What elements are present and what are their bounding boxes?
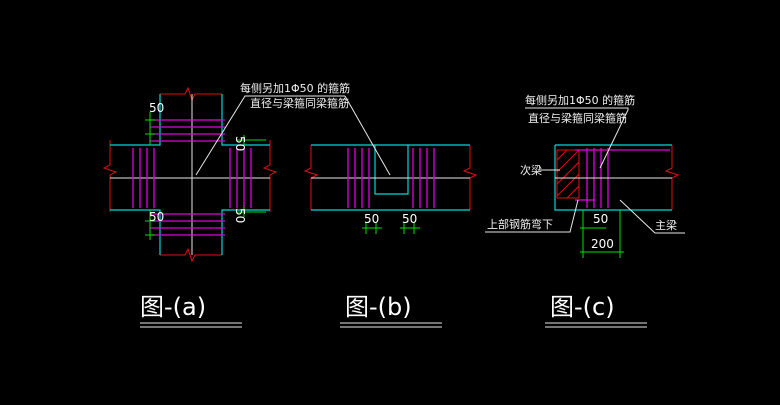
note-a-line1: 每侧另加1Φ50 的箍筋 <box>240 81 350 95</box>
stirrups-b-left <box>347 148 370 208</box>
leader-line-c-main <box>619 199 685 234</box>
note-c-line2: 直径与梁箍同梁箍筋 <box>528 111 627 125</box>
hatch-c <box>556 149 580 199</box>
dim-b-left: 50 <box>364 212 379 226</box>
stirrups-top <box>150 119 225 142</box>
dimension-marks-c <box>580 210 624 258</box>
figure-c: 每侧另加1Φ50 的箍筋 直径与梁箍同梁箍筋 次梁 上部钢筋弯下 主梁 50 2… <box>485 93 685 328</box>
break-line-b-right <box>462 145 478 210</box>
label-top-bar-bent: 上部钢筋弯下 <box>487 217 553 231</box>
note-c-line1: 每侧另加1Φ50 的箍筋 <box>525 93 635 107</box>
dimension-marks-a <box>145 112 266 240</box>
dim-b-right: 50 <box>402 212 417 226</box>
figure-b: 50 50 图-(b) <box>303 95 478 328</box>
dim-a-right-top: 50 <box>233 136 247 151</box>
figure-a: 每侧另加1Φ50 的箍筋 直径与梁箍同梁箍筋 50 50 50 50 图-(a) <box>102 81 350 328</box>
secondary-beam-b <box>374 145 409 195</box>
dim-a-bottom: 50 <box>149 210 164 224</box>
break-line-top <box>160 86 222 102</box>
break-line-bottom <box>160 247 222 263</box>
dim-a-top: 50 <box>149 101 164 115</box>
leader-line-c-note <box>525 107 629 169</box>
stirrups-bottom <box>150 213 225 236</box>
leader-line-c-topbar <box>485 199 579 233</box>
break-line-b-left <box>303 145 319 210</box>
dimension-marks-b <box>362 222 420 234</box>
figure-a-title: 图-(a) <box>140 293 206 321</box>
figure-c-title: 图-(c) <box>550 293 615 321</box>
label-secondary-beam: 次梁 <box>520 163 542 177</box>
label-main-beam: 主梁 <box>655 218 677 232</box>
break-line-left <box>102 140 118 212</box>
stirrups-right <box>229 148 252 208</box>
break-line-right <box>262 140 278 212</box>
leader-line-a <box>195 95 345 176</box>
dim-a-right-bottom: 50 <box>233 208 247 223</box>
dim-c-small: 50 <box>593 212 608 226</box>
break-line-c <box>664 145 680 210</box>
stirrups-left <box>132 148 155 208</box>
stirrups-b-right <box>412 148 435 208</box>
beam-c-outline <box>554 144 672 211</box>
figure-b-title: 图-(b) <box>345 293 412 321</box>
leader-line-b <box>344 95 391 176</box>
dim-c-large: 200 <box>591 237 614 251</box>
note-a-line2: 直径与梁箍同梁箍筋 <box>250 96 349 110</box>
cross-beam-outline <box>110 94 270 255</box>
